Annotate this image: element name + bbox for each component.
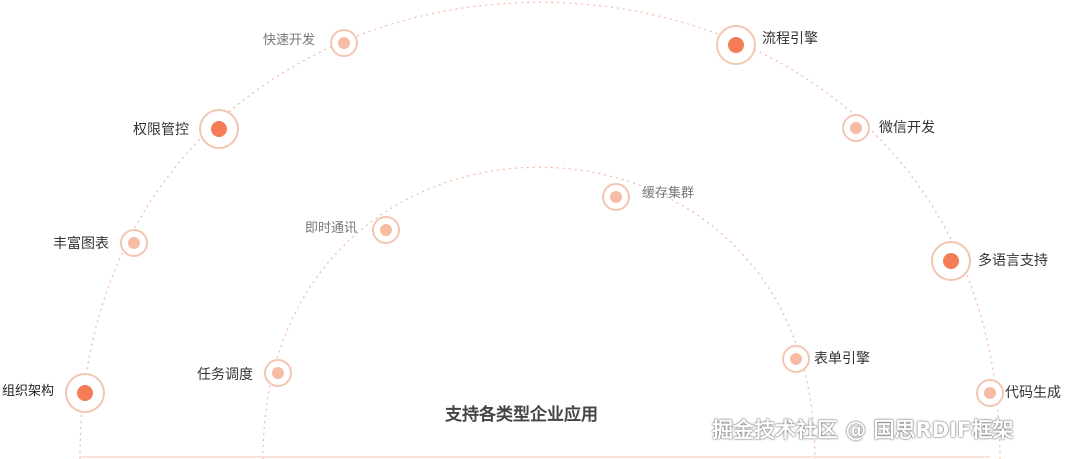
node-label-tubiao: 丰富图表 [53, 236, 109, 252]
node-dot [984, 387, 996, 399]
node-dot [610, 191, 622, 203]
node-dot [77, 385, 93, 401]
node-label-renwu: 任务调度 [197, 367, 253, 383]
watermark: 掘金技术社区 @ 国思RDIF框架 [712, 418, 1014, 442]
node-dot [943, 253, 959, 269]
outer-arc [79, 1, 1001, 459]
node-biaodan [782, 345, 810, 373]
node-label-jishi: 即时通讯 [305, 221, 358, 236]
node-tubiao [120, 229, 148, 257]
node-weixin [842, 114, 870, 142]
node-daima [976, 379, 1004, 407]
node-label-kuaisu: 快速开发 [263, 33, 316, 48]
node-dot [728, 37, 744, 53]
node-huancun [602, 183, 630, 211]
node-dot [272, 367, 284, 379]
node-label-duoyuyan: 多语言支持 [978, 253, 1048, 269]
node-label-quanxian: 权限管控 [133, 122, 189, 138]
node-label-daima: 代码生成 [1005, 385, 1061, 401]
node-dot [338, 37, 350, 49]
node-dot [380, 224, 392, 236]
node-dot [790, 353, 802, 365]
node-jishi [372, 216, 400, 244]
node-dot [850, 122, 862, 134]
node-dot [128, 237, 140, 249]
node-label-weixin: 微信开发 [879, 120, 935, 136]
center-title: 支持各类型企业应用 [445, 405, 598, 425]
node-renwu [264, 359, 292, 387]
node-label-liucheng: 流程引擎 [762, 31, 818, 47]
node-zuzhi [65, 373, 105, 413]
node-duoyuyan [931, 241, 971, 281]
node-label-huancun: 缓存集群 [642, 186, 695, 201]
node-liucheng [716, 25, 756, 65]
node-quanxian [199, 109, 239, 149]
inner-arc [262, 166, 816, 459]
node-label-zuzhi: 组织架构 [2, 384, 55, 399]
node-label-biaodan: 表单引擎 [814, 351, 870, 367]
nodes-layer [65, 25, 1004, 413]
node-dot [211, 121, 227, 137]
node-kuaisu [330, 29, 358, 57]
